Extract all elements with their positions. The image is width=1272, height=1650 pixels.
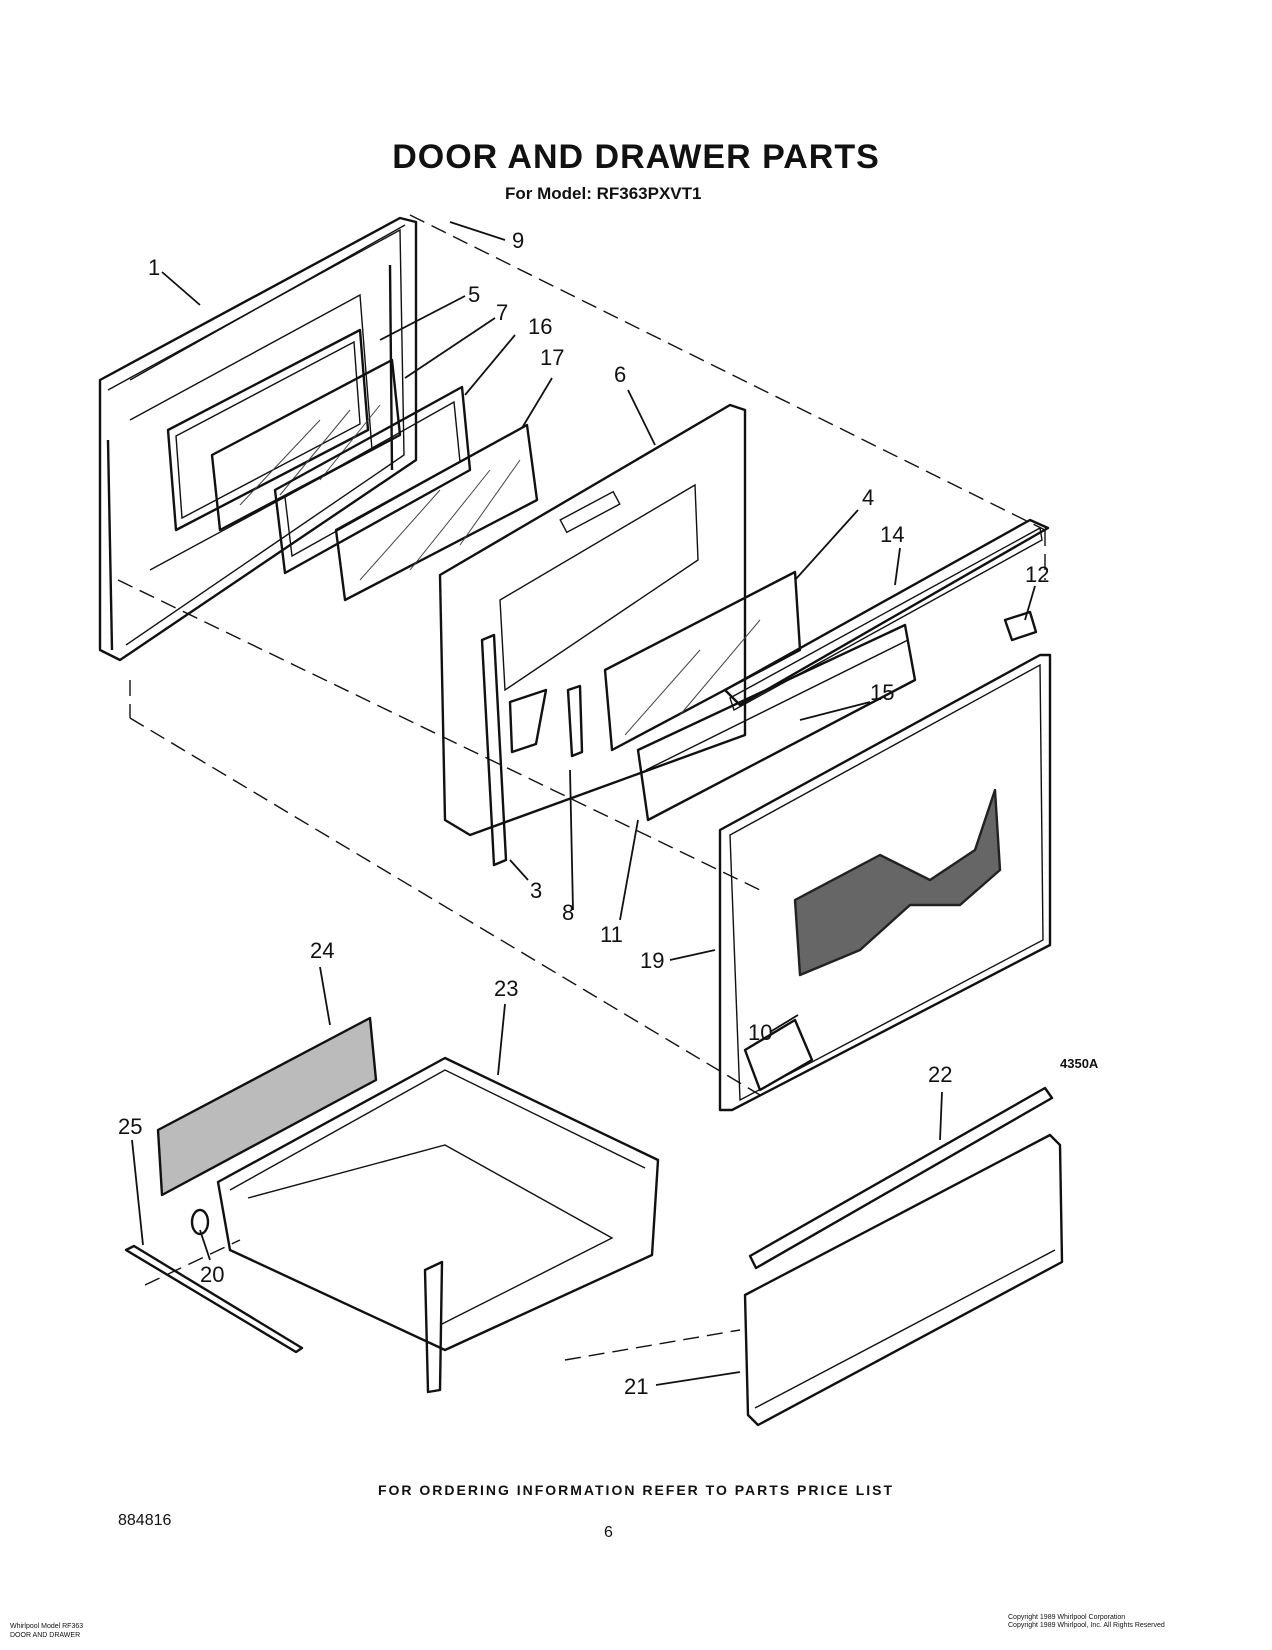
callout-17: 17 xyxy=(540,345,564,370)
part-5-inner-glass xyxy=(166,328,370,532)
callout-8: 8 xyxy=(562,900,574,925)
page-title: DOOR AND DRAWER PARTS xyxy=(392,138,880,176)
callout-12: 12 xyxy=(1025,562,1049,587)
figure-code: 4350A xyxy=(1060,1056,1099,1071)
callout-11: 11 xyxy=(600,922,623,947)
document-number: 884816 xyxy=(118,1512,172,1529)
callout-21: 21 xyxy=(624,1374,648,1399)
callout-24: 24 xyxy=(310,938,334,963)
part-19-outer-door-panel xyxy=(718,653,1052,1112)
part-21-drawer-front xyxy=(743,1133,1064,1427)
callout-numbers: 1 3 4 5 6 7 8 9 10 11 12 14 15 16 17 19 … xyxy=(118,228,1049,1399)
callout-22: 22 xyxy=(928,1062,952,1087)
part-20-drawer-roller xyxy=(190,1208,210,1236)
ordering-note: FOR ORDERING INFORMATION REFER TO PARTS … xyxy=(377,1482,895,1498)
callout-9: 9 xyxy=(512,228,524,253)
callout-5: 5 xyxy=(468,282,480,307)
callout-leader-lines xyxy=(131,221,1036,1386)
part-17-outer-glass xyxy=(334,423,539,602)
copyright-line: Copyright 1989 Whirlpool, Inc. All Right… xyxy=(1008,1622,1165,1629)
part-23-drawer-body xyxy=(216,1056,660,1394)
callout-4: 4 xyxy=(862,485,874,510)
corner-left-line: DOOR AND DRAWER xyxy=(10,1632,81,1639)
corner-caption-left: Whirlpool Model RF363 DOOR AND DRAWER xyxy=(10,1622,83,1640)
assembly-guide-lines xyxy=(117,214,1046,1361)
callout-14: 14 xyxy=(880,522,904,547)
callout-6: 6 xyxy=(614,362,626,387)
callout-1: 1 xyxy=(148,255,160,280)
copyright-line: Copyright 1989 Whirlpool Corporation xyxy=(1008,1614,1126,1621)
callout-7: 7 xyxy=(496,300,508,325)
part-24-drawer-insulation xyxy=(156,1016,378,1197)
callout-20: 20 xyxy=(200,1262,224,1287)
part-12-clip xyxy=(1003,610,1038,642)
part-11-channel xyxy=(636,623,917,822)
part-4-door-glass xyxy=(603,570,802,752)
callout-3: 3 xyxy=(530,878,542,903)
part-22-drawer-trim xyxy=(748,1086,1054,1270)
part-8-hinge-bracket xyxy=(508,684,584,758)
callout-15: 15 xyxy=(870,680,894,705)
callout-23: 23 xyxy=(494,976,518,1001)
copyright-notice: Copyright 1989 Whirlpool Corporation Cop… xyxy=(1008,1614,1264,1630)
part-25-drawer-rail xyxy=(124,1244,304,1354)
part-3-hinge-strip xyxy=(480,633,508,867)
callout-19: 19 xyxy=(640,948,664,973)
callout-25: 25 xyxy=(118,1114,142,1139)
callout-16: 16 xyxy=(528,314,552,339)
callout-10: 10 xyxy=(748,1020,772,1045)
part-6-inner-door-liner xyxy=(438,403,747,837)
corner-left-line: Whirlpool Model RF363 xyxy=(10,1623,84,1630)
page-number: 6 xyxy=(604,1524,613,1541)
model-subtitle: For Model: RF363PXVT1 xyxy=(505,184,702,203)
